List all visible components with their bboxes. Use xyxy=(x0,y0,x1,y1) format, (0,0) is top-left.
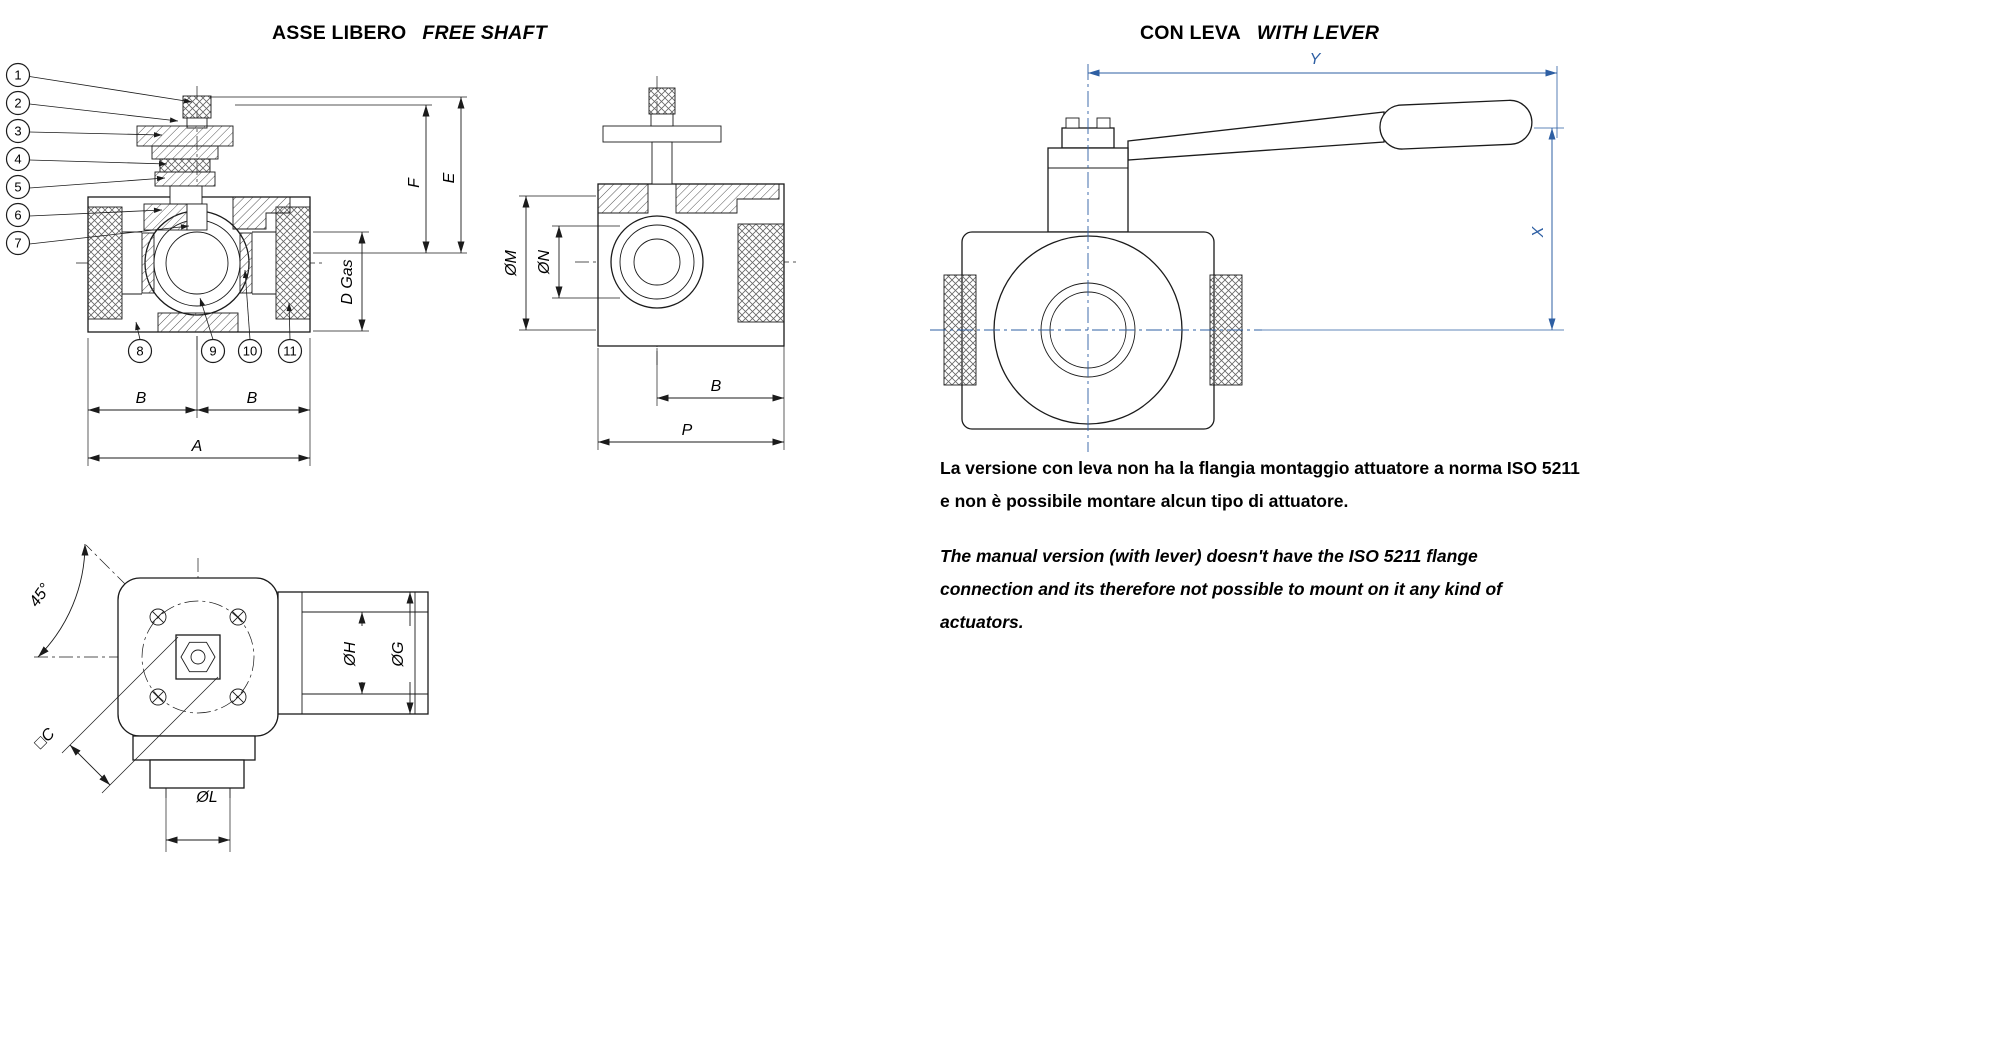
stem-square xyxy=(175,634,221,680)
callout-5-number: 5 xyxy=(14,180,21,195)
dim-label-y: Y xyxy=(1310,51,1322,68)
stem-hex xyxy=(180,641,216,673)
title-with-lever-english: WITH LEVER xyxy=(1256,22,1380,44)
title-free-shaft-italian: ASSE LIBERO xyxy=(272,22,407,44)
callout-6-number: 6 xyxy=(14,208,21,223)
bottom-port xyxy=(132,735,256,761)
dim-label-e: E xyxy=(441,172,458,183)
callout-1-number: 1 xyxy=(14,68,21,83)
side-dimensions: ØM ØN B P xyxy=(503,195,785,450)
lever-handle xyxy=(1379,99,1533,150)
dim-label-ol: ØL xyxy=(195,789,217,806)
callout-5: 5 xyxy=(5,174,31,200)
lever-view xyxy=(930,64,1533,452)
callout-4: 4 xyxy=(5,146,31,172)
dim-label-p: P xyxy=(682,422,693,439)
bottom-dimensions: 45° □C ØL ØH ØG xyxy=(26,543,414,852)
callout-7: 7 xyxy=(5,230,31,256)
front-view-free-shaft xyxy=(76,86,324,350)
note-italian: La versione con leva non ha la flangia m… xyxy=(940,458,1580,511)
callout-4-number: 4 xyxy=(14,152,21,167)
callout-7-number: 7 xyxy=(14,236,21,251)
dim-label-square-c: □C xyxy=(31,725,58,752)
dim-label-d-gas: D Gas xyxy=(339,259,356,304)
callout-3: 3 xyxy=(5,118,31,144)
stem-stop-plate xyxy=(602,125,722,143)
side-view-free-shaft xyxy=(575,76,800,366)
dim-label-a: A xyxy=(191,438,203,455)
dim-label-x: X xyxy=(1530,225,1547,238)
title-with-lever-italian: CON LEVA xyxy=(1140,22,1241,44)
stem-nut xyxy=(182,95,212,119)
dim-label-b-right: B xyxy=(247,390,258,407)
callout-9-number: 9 xyxy=(209,344,216,359)
callout-8-number: 8 xyxy=(136,344,143,359)
dim-label-og: ØG xyxy=(390,642,407,668)
dim-label-b-side: B xyxy=(711,378,722,395)
callout-8: 8 xyxy=(127,338,153,364)
callout-1: 1 xyxy=(5,62,31,88)
bolt-circle xyxy=(141,600,255,714)
bolt-holes xyxy=(149,608,247,706)
lever-arm xyxy=(1127,111,1385,161)
callout-10-number: 10 xyxy=(243,344,257,359)
title-free-shaft-english: FREE SHAFT xyxy=(422,22,547,44)
bottom-view xyxy=(34,544,429,798)
dim-label-45deg: 45° xyxy=(26,580,54,610)
title-with-lever: CON LEVA WITH LEVER xyxy=(1140,22,1379,45)
dim-label-om: ØM xyxy=(503,249,520,276)
callout-11-number: 11 xyxy=(283,344,297,359)
front-callouts: 1 2 3 4 5 6 7 8 9 10 11 xyxy=(5,62,303,364)
dim-label-oh: ØH xyxy=(342,642,359,667)
callout-2: 2 xyxy=(5,90,31,116)
callout-3-number: 3 xyxy=(14,124,21,139)
dim-label-f: F xyxy=(406,177,423,188)
lever-dimensions: Y X xyxy=(1088,51,1564,331)
callout-11: 11 xyxy=(277,338,303,364)
iso-flange-plate xyxy=(136,125,234,147)
callout-10: 10 xyxy=(237,338,263,364)
dim-label-b-left: B xyxy=(136,390,147,407)
front-dimensions: F E D Gas B B A xyxy=(87,96,467,466)
callout-2-number: 2 xyxy=(14,96,21,111)
title-free-shaft: ASSE LIBERO FREE SHAFT xyxy=(272,22,547,45)
note-english: The manual version (with lever) doesn't … xyxy=(940,546,1502,632)
stem-packing xyxy=(159,158,211,173)
callout-6: 6 xyxy=(5,202,31,228)
dim-label-on: ØN xyxy=(536,250,553,275)
callout-9: 9 xyxy=(200,338,226,364)
valve-stem xyxy=(186,203,208,231)
